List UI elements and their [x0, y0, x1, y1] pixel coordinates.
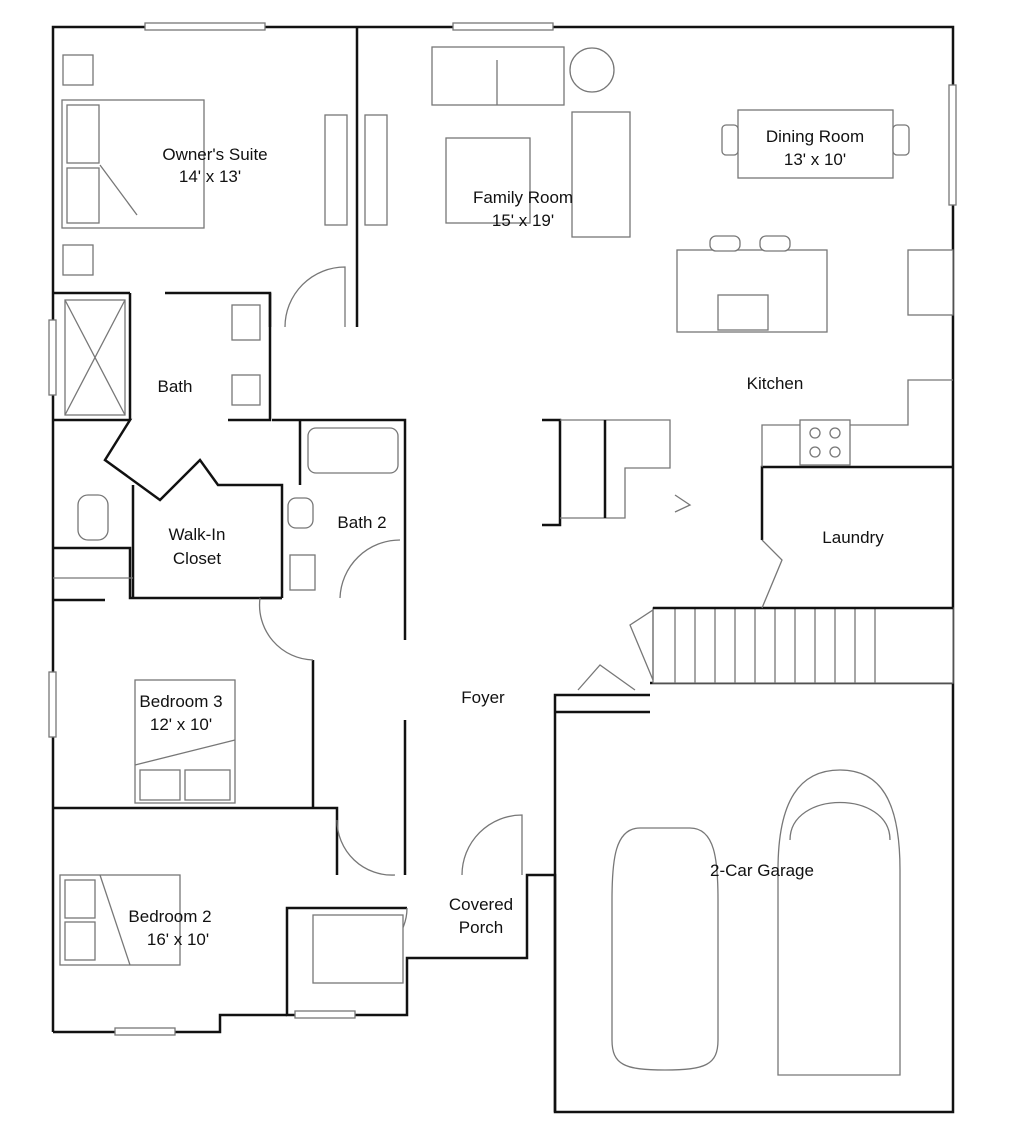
bedroom-2-size: 16' x 10' — [147, 930, 209, 949]
foyer-label: Foyer — [461, 688, 505, 707]
bath-label: Bath — [158, 377, 193, 396]
room-labels: Owner's Suite 14' x 13' Family Room 15' … — [128, 127, 884, 949]
owners-suite-label: Owner's Suite — [162, 145, 267, 164]
family-room-size: 15' x 19' — [492, 211, 554, 230]
covered-porch-label-1: Covered — [449, 895, 513, 914]
dining-room-size: 13' x 10' — [784, 150, 846, 169]
walk-in-closet-label-2: Closet — [173, 549, 221, 568]
kitchen-label: Kitchen — [747, 374, 804, 393]
garage-label: 2-Car Garage — [710, 861, 814, 880]
dining-room-label: Dining Room — [766, 127, 864, 146]
bedroom-3-label: Bedroom 3 — [139, 692, 222, 711]
owners-suite-size: 14' x 13' — [179, 167, 241, 186]
walk-in-closet-label-1: Walk-In — [169, 525, 226, 544]
covered-porch-label-2: Porch — [459, 918, 503, 937]
bedroom-2-label: Bedroom 2 — [128, 907, 211, 926]
laundry-label: Laundry — [822, 528, 884, 547]
bedroom-3-size: 12' x 10' — [150, 715, 212, 734]
walls — [51, 25, 955, 1114]
bath-2-label: Bath 2 — [337, 513, 386, 532]
family-room-label: Family Room — [473, 188, 573, 207]
